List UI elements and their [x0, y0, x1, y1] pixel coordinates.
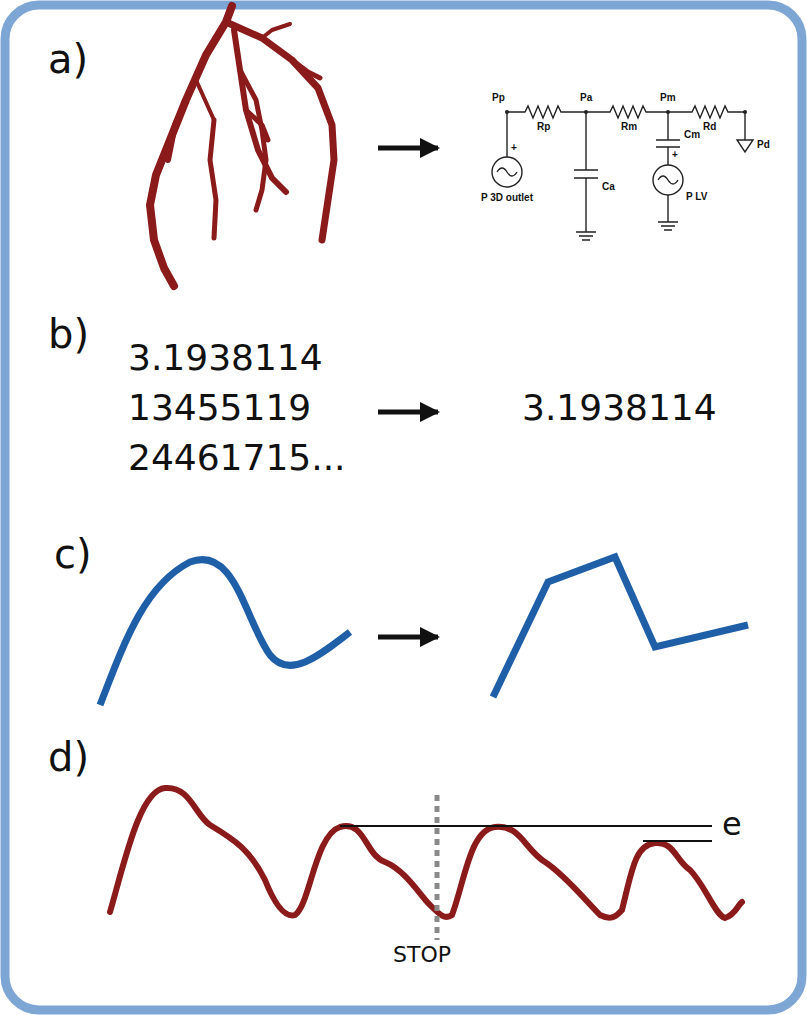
stop-label: STOP — [393, 944, 451, 966]
ground-symbol — [737, 112, 753, 152]
panel-letter: b) — [48, 314, 89, 354]
ground-symbol — [658, 195, 678, 230]
node-label: Pa — [580, 93, 592, 103]
number-value: 3.1938114 — [522, 390, 717, 426]
voltage-source — [653, 165, 683, 195]
node-dot — [584, 110, 588, 114]
stop-marker — [435, 795, 440, 940]
node-label: Pm — [660, 93, 676, 103]
number-value: 13455119 — [128, 390, 311, 426]
piecewise-linear-curve — [493, 557, 748, 697]
capacitor-label: Cm — [684, 130, 700, 140]
wire — [506, 112, 507, 157]
source-label: P 3D outlet — [481, 193, 533, 203]
transform-arrow — [378, 635, 438, 640]
resistor-label: Rm — [621, 122, 637, 132]
node-label: Pd — [757, 140, 770, 150]
number-value: 24461715... — [128, 440, 346, 476]
capacitor-symbol — [574, 112, 598, 232]
polarity-sign: + — [672, 150, 678, 160]
sine-symbol — [497, 168, 517, 176]
resistor-label: Rp — [537, 122, 550, 132]
resistor-wire — [507, 106, 745, 118]
windkessel-circuit — [492, 106, 753, 240]
transform-arrow — [378, 410, 438, 415]
smooth-curve — [100, 560, 350, 705]
node-label: Pp — [492, 93, 505, 103]
pressure-waveform — [110, 788, 742, 918]
node-dot — [743, 110, 747, 114]
coronary-tree — [150, 6, 334, 286]
number-value: 3.1938114 — [128, 340, 323, 376]
polarity-sign: + — [511, 143, 517, 153]
transform-arrow — [378, 146, 438, 151]
voltage-source — [492, 157, 522, 187]
error-line — [643, 840, 712, 842]
panel-letter: c) — [54, 534, 92, 574]
resistor-label: Rd — [703, 122, 716, 132]
node-dot — [505, 110, 509, 114]
error-line — [340, 825, 712, 827]
node-dot — [666, 110, 670, 114]
frame-border — [5, 5, 802, 1010]
capacitor-symbol — [656, 112, 680, 165]
error-label: e — [722, 808, 742, 840]
circuit-nodes — [505, 110, 747, 114]
panel-letter: d) — [48, 737, 89, 777]
sine-symbol — [658, 176, 678, 184]
panel-letter: a) — [48, 39, 88, 79]
ground-symbol — [576, 232, 596, 240]
source-label: P LV — [686, 192, 707, 202]
capacitor-label: Ca — [602, 182, 615, 192]
